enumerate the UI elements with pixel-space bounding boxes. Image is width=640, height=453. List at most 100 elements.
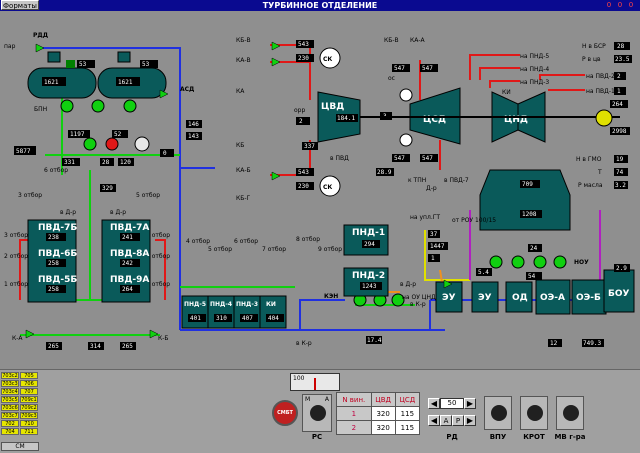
valve-icon[interactable]: [149, 329, 159, 339]
pipe-otbor-right: [155, 239, 166, 300]
legend-cell[interactable]: 703с4: [1, 388, 19, 395]
pvd2-label: на ПВД-2: [586, 73, 615, 80]
pump-bpn-3[interactable]: [123, 99, 137, 113]
cep-pump-3[interactable]: [533, 255, 547, 269]
pipe-steam-left: [40, 47, 181, 330]
legend-cell[interactable]: 705: [20, 372, 38, 379]
smbt-button[interactable]: СМБТ: [272, 400, 298, 426]
p2-display: [140, 60, 158, 68]
bpn-f-value: 52: [114, 131, 122, 138]
legend-cell[interactable]: 703с2: [1, 372, 19, 379]
pnd-group: ПНД-1 294 ПНД-2 1243 8 отбор 9 отбор 4 о…: [181, 224, 389, 347]
cvd-display: [336, 114, 358, 122]
t7493-display: [582, 339, 604, 347]
cep-pump-4[interactable]: [553, 255, 567, 269]
bpn-label: БПН: [34, 106, 47, 113]
legend-cell[interactable]: 709с2: [20, 404, 38, 411]
rd-down-left-button[interactable]: ◀: [428, 415, 440, 426]
rd-a-button[interactable]: А: [440, 415, 452, 426]
valve-icon[interactable]: [271, 171, 281, 181]
crossover-valve-top-icon[interactable]: [399, 88, 413, 102]
valve-icon[interactable]: [159, 89, 169, 99]
f12-value: 12: [550, 340, 558, 347]
window-control-3[interactable]: 0: [628, 1, 634, 9]
table-cell[interactable]: 115: [394, 420, 421, 435]
rs-knob[interactable]: [310, 405, 326, 421]
legend-cell[interactable]: 703с7: [1, 412, 19, 419]
oc-label: ос: [388, 75, 395, 82]
legend-cell[interactable]: 710: [20, 420, 38, 427]
rd-value[interactable]: 50: [440, 398, 464, 409]
legend-cell[interactable]: 709с3: [20, 412, 38, 419]
legend-cell[interactable]: 704: [1, 428, 19, 435]
pump-pen-1[interactable]: [83, 137, 97, 151]
mv-knob[interactable]: [563, 405, 579, 421]
legend-cell[interactable]: 707: [20, 388, 38, 395]
legend-cell[interactable]: 711: [20, 428, 38, 435]
legend-cell[interactable]: 703с3: [1, 380, 19, 387]
cond-p-value: 54: [528, 273, 536, 280]
kep-label: КЭН: [324, 293, 338, 300]
otbor-5-label: 5 отбор: [136, 192, 160, 199]
stop-valve-bottom-icon[interactable]: [319, 175, 341, 197]
window-control-2[interactable]: 0: [617, 1, 623, 9]
f1-value: 1: [431, 255, 435, 262]
cm-button[interactable]: СМ: [1, 442, 39, 451]
pump-pen-2[interactable]: [105, 137, 119, 151]
rd-down-right-button[interactable]: ▶: [464, 415, 476, 426]
legend-cell[interactable]: 702: [1, 420, 19, 427]
v230-value: 230: [298, 55, 309, 62]
table-cell[interactable]: 320: [370, 406, 396, 421]
pipe-extraction-pnd3: [489, 80, 520, 88]
pump-bpn-2[interactable]: [91, 99, 105, 113]
kep-pump-3[interactable]: [391, 293, 405, 307]
valve-icon[interactable]: [35, 43, 45, 53]
r-ts-display: [614, 55, 632, 63]
p2-value: 53: [142, 61, 150, 68]
par-label: пар: [4, 43, 16, 50]
left2-display: [62, 158, 80, 166]
legend-cell[interactable]: 709с1: [20, 396, 38, 403]
formats-button[interactable]: Форматы: [1, 0, 39, 10]
vpu-knob-panel: [484, 396, 512, 430]
pnd2-label: ПНД-2: [352, 271, 385, 281]
otbor-8-label: 8 отбор: [296, 236, 320, 243]
window-title: ТУРБИННОЕ ОТДЕЛЕНИЕ: [262, 1, 378, 10]
pvd-right-stack: ПВД-7А 241 ПВД-8А 242 ПВД-9А 264: [101, 219, 151, 303]
p54-display: [476, 268, 492, 276]
t337-display: [302, 142, 318, 150]
rd-r-button[interactable]: Р: [452, 415, 464, 426]
pipe-extraction-pnd4: [479, 67, 520, 80]
valve-icon[interactable]: [443, 279, 453, 289]
rd-right-button[interactable]: ▶: [464, 398, 476, 409]
od-body: [505, 281, 533, 313]
t230b-value: 230: [298, 183, 309, 190]
pump-bpn-1[interactable]: [60, 99, 74, 113]
valve-icon[interactable]: [271, 57, 281, 67]
gmo-display: [614, 155, 628, 163]
rd-left-button[interactable]: ◀: [428, 398, 440, 409]
otbor-2b-label: 2 отбор: [146, 253, 170, 260]
legend-cell[interactable]: 703с5: [1, 396, 19, 403]
valve-icon[interactable]: [25, 329, 35, 339]
legend-cell[interactable]: 706: [20, 380, 38, 387]
ki-label: КИ: [502, 89, 511, 96]
otbor-7-label: 7 отбор: [262, 246, 286, 253]
pnd5-display: [188, 314, 206, 322]
cep-pump-1[interactable]: [489, 255, 503, 269]
valve-icon[interactable]: [271, 41, 281, 51]
crossover-valve-bottom-icon[interactable]: [399, 133, 413, 147]
pnd4-label: на ПНД-4: [520, 66, 549, 73]
table-cell[interactable]: 320: [370, 420, 396, 435]
vpu-knob[interactable]: [491, 405, 507, 421]
stop-valve-top-icon[interactable]: [319, 47, 341, 69]
f12-display: [548, 339, 562, 347]
cond-h-display: [520, 210, 542, 218]
krot-knob[interactable]: [527, 405, 543, 421]
window-control-1[interactable]: 0: [606, 1, 612, 9]
cep-pump-2[interactable]: [511, 255, 525, 269]
legend-cell[interactable]: 703с6: [1, 404, 19, 411]
table-cell[interactable]: 115: [394, 406, 421, 421]
t547f-display: [420, 64, 438, 72]
v543-value: 543: [298, 41, 309, 48]
